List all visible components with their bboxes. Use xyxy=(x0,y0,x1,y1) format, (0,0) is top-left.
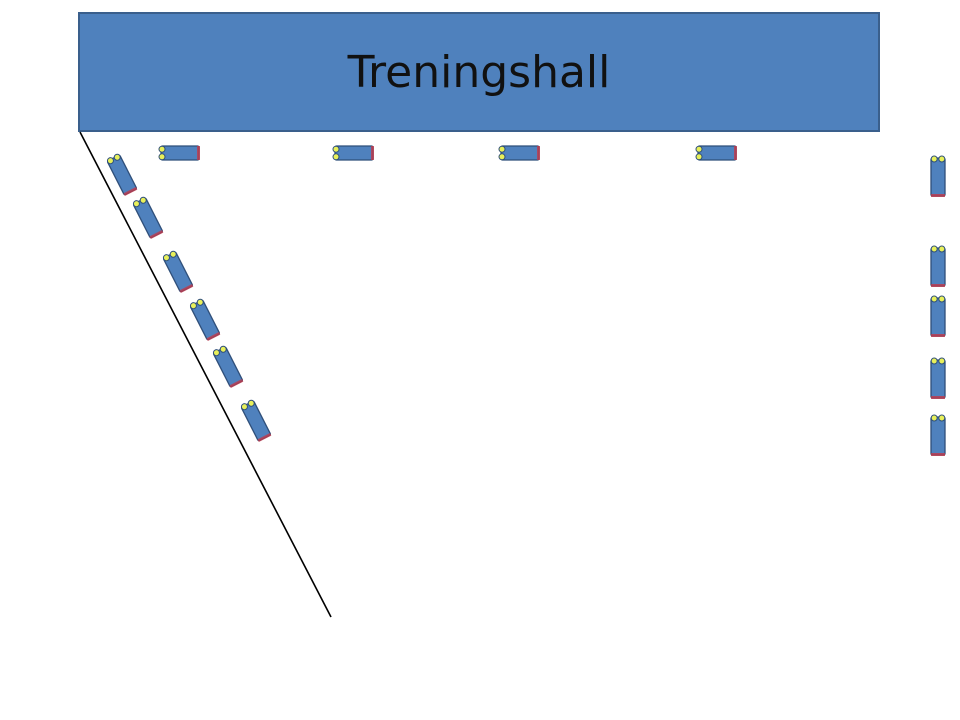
unit-body xyxy=(160,145,200,161)
vehicle-unit xyxy=(158,145,200,161)
unit-headlight-right xyxy=(247,399,255,407)
unit-headlight-left xyxy=(695,153,703,161)
vehicle-unit xyxy=(132,196,164,239)
unit-body xyxy=(930,157,946,197)
unit-rear-light xyxy=(931,453,945,456)
unit-headlight-right xyxy=(139,196,147,204)
unit-rear-light xyxy=(371,146,374,160)
unit-headlight-left xyxy=(930,357,938,365)
hall-title: Treningshall xyxy=(347,46,611,98)
vehicle-unit xyxy=(106,153,138,196)
unit-headlight-left xyxy=(106,157,114,165)
unit-rear-light xyxy=(931,194,945,197)
unit-rear-light xyxy=(123,186,138,196)
unit-body xyxy=(930,297,946,337)
unit-headlight-right xyxy=(196,298,204,306)
unit-headlight-right xyxy=(158,145,166,153)
vehicle-unit xyxy=(240,399,272,442)
unit-headlight-right xyxy=(938,357,946,365)
unit-headlight-left xyxy=(162,254,170,262)
unit-body xyxy=(500,145,540,161)
unit-headlight-right xyxy=(498,145,506,153)
unit-headlight-right xyxy=(169,250,177,258)
boundary-line xyxy=(79,131,332,618)
unit-headlight-right xyxy=(695,145,703,153)
unit-body xyxy=(697,145,737,161)
unit-body xyxy=(930,359,946,399)
vehicle-unit xyxy=(930,295,946,337)
vehicle-unit xyxy=(930,414,946,456)
unit-headlight-left xyxy=(212,349,220,357)
unit-rear-light xyxy=(229,378,244,388)
unit-headlight-right xyxy=(938,295,946,303)
unit-body xyxy=(930,416,946,456)
unit-headlight-right xyxy=(332,145,340,153)
unit-rear-light xyxy=(931,396,945,399)
vehicle-unit xyxy=(212,345,244,388)
unit-headlight-left xyxy=(930,295,938,303)
unit-headlight-left xyxy=(930,155,938,163)
unit-headlight-right xyxy=(113,153,121,161)
unit-headlight-left xyxy=(240,403,248,411)
unit-headlight-right xyxy=(219,345,227,353)
vehicle-unit xyxy=(695,145,737,161)
unit-headlight-left xyxy=(158,153,166,161)
unit-rear-light xyxy=(197,146,200,160)
unit-rear-light xyxy=(179,283,194,293)
vehicle-unit xyxy=(498,145,540,161)
unit-headlight-left xyxy=(498,153,506,161)
unit-headlight-left xyxy=(930,245,938,253)
vehicle-unit xyxy=(930,155,946,197)
unit-body xyxy=(334,145,374,161)
unit-body xyxy=(930,247,946,287)
unit-headlight-left xyxy=(132,200,140,208)
unit-headlight-left xyxy=(930,414,938,422)
unit-rear-light xyxy=(931,284,945,287)
unit-headlight-right xyxy=(938,414,946,422)
unit-headlight-left xyxy=(189,302,197,310)
vehicle-unit xyxy=(189,298,221,341)
training-hall-block: Treningshall xyxy=(78,12,880,132)
unit-rear-light xyxy=(149,229,164,239)
unit-rear-light xyxy=(931,334,945,337)
unit-rear-light xyxy=(257,432,272,442)
unit-rear-light xyxy=(734,146,737,160)
vehicle-unit xyxy=(162,250,194,293)
vehicle-unit xyxy=(332,145,374,161)
unit-headlight-left xyxy=(332,153,340,161)
vehicle-unit xyxy=(930,245,946,287)
unit-headlight-right xyxy=(938,155,946,163)
unit-rear-light xyxy=(537,146,540,160)
unit-rear-light xyxy=(206,331,221,341)
unit-headlight-right xyxy=(938,245,946,253)
vehicle-unit xyxy=(930,357,946,399)
